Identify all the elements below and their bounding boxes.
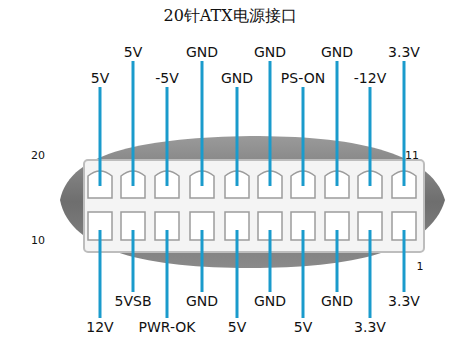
leader-line: [132, 230, 135, 292]
pin-signal-name: PWR-OK: [138, 320, 195, 334]
leader-line: [99, 87, 102, 186]
leader-line: [269, 61, 272, 186]
pin-number: 1: [417, 261, 424, 272]
pin-signal-name: 3.3V: [388, 294, 420, 308]
leader-line: [269, 230, 272, 292]
leader-line: [336, 230, 339, 292]
leader-lines: [100, 61, 404, 318]
leader-line: [201, 61, 204, 186]
leader-line: [369, 87, 372, 186]
leader-line: [132, 61, 135, 186]
pin-signal-name: 5V: [228, 320, 246, 334]
leader-line: [236, 87, 239, 186]
connector-housing: [84, 160, 424, 252]
board-photo: [60, 136, 445, 268]
pin-signal-name: GND: [221, 71, 253, 85]
pin-signal-name: 12V: [86, 320, 113, 334]
pin-signal-name: 3.3V: [388, 45, 420, 59]
pin-number: 11: [405, 150, 419, 161]
leader-line: [166, 230, 169, 318]
pin-signal-name: GND: [254, 294, 286, 308]
title: 20针ATX电源接口: [163, 8, 296, 24]
pin-signal-name: GND: [321, 45, 353, 59]
pin-signal-name: 5V: [124, 45, 142, 59]
leader-line: [201, 230, 204, 292]
leader-line: [99, 230, 102, 318]
pin-signal-name: 5V: [91, 71, 109, 85]
pin-number: 20: [31, 150, 45, 161]
leader-line: [403, 230, 406, 292]
pin-signal-name: 5VSB: [115, 294, 152, 308]
pin-signal-name: GND: [321, 294, 353, 308]
pin-sockets: [88, 171, 416, 240]
pin-signal-name: GND: [186, 45, 218, 59]
pin-signal-name: -12V: [354, 71, 386, 85]
pin-signal-name: -5V: [155, 71, 179, 85]
leader-line: [236, 230, 239, 318]
leader-line: [403, 61, 406, 186]
pin-signal-name: GND: [254, 45, 286, 59]
leader-line: [369, 230, 372, 318]
pin-signal-name: GND: [186, 294, 218, 308]
leader-line: [302, 230, 305, 318]
leader-line: [336, 61, 339, 186]
pin-signal-name: 5V: [294, 320, 312, 334]
pin-signal-name: PS-ON: [281, 71, 325, 85]
pin-number: 10: [31, 235, 45, 246]
leader-line: [302, 87, 305, 186]
leader-line: [166, 87, 169, 186]
pin-signal-name: 3.3V: [354, 320, 386, 334]
